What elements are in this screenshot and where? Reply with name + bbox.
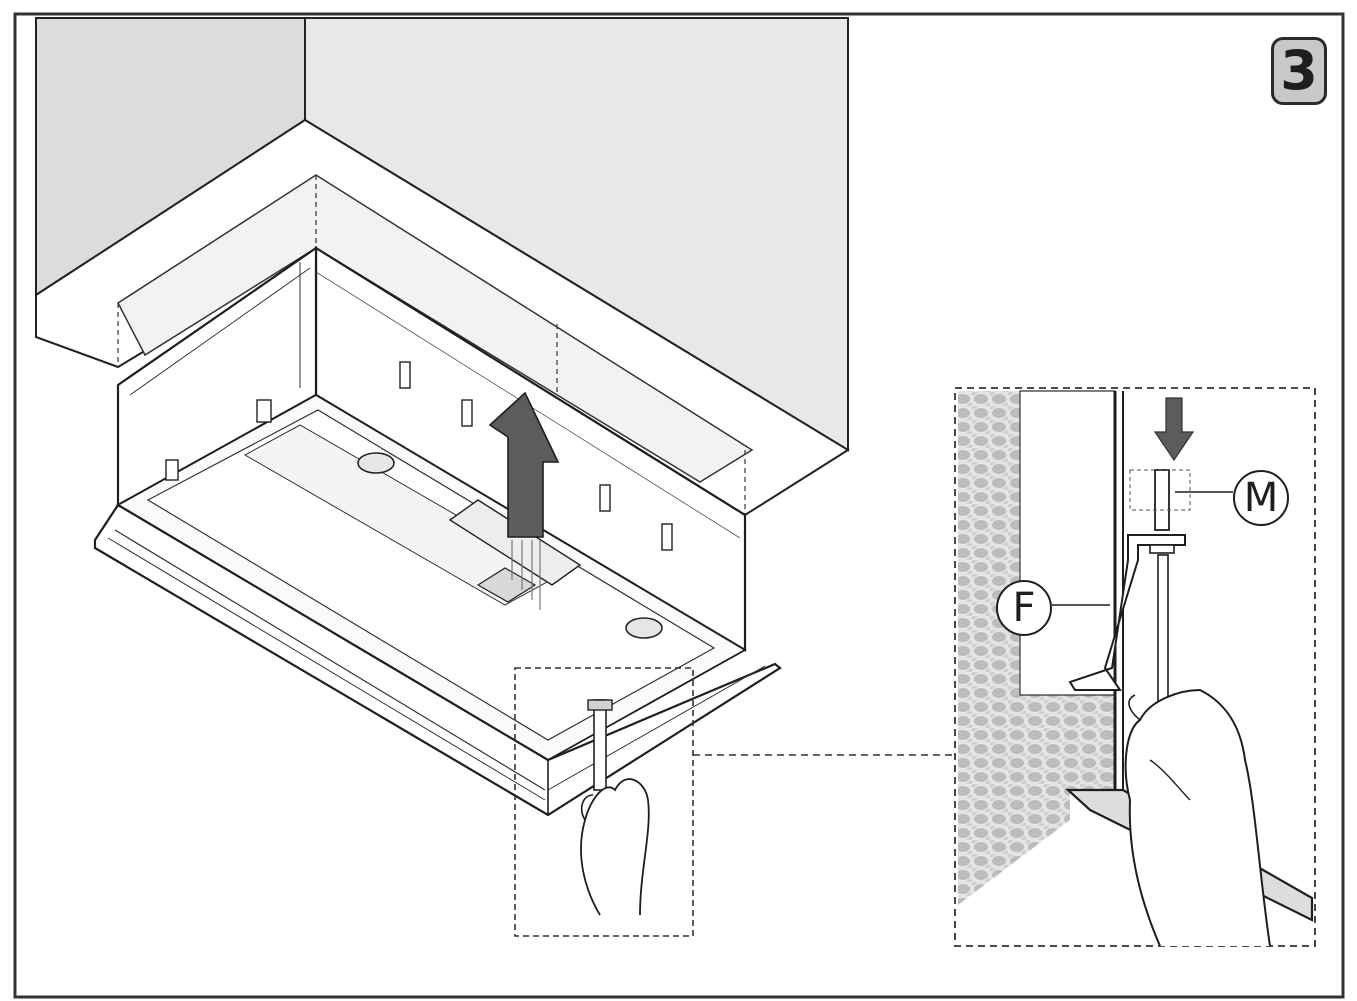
callout-m: M xyxy=(1233,470,1289,526)
up-arrow-icon xyxy=(488,391,560,610)
step-number: 3 xyxy=(1280,39,1318,102)
ceiling-block xyxy=(35,17,850,517)
outer-frame xyxy=(13,12,1345,999)
detail-zoom-area xyxy=(514,667,694,937)
step-badge: 3 xyxy=(1271,37,1327,105)
down-arrow-icon xyxy=(1153,397,1195,462)
callout-f: F xyxy=(996,580,1052,636)
callout-f-label: F xyxy=(1012,585,1036,631)
hand-icon xyxy=(580,778,650,916)
callout-m-label: M xyxy=(1243,475,1279,521)
hand-icon xyxy=(1124,688,1271,947)
screw-icon xyxy=(587,699,613,791)
